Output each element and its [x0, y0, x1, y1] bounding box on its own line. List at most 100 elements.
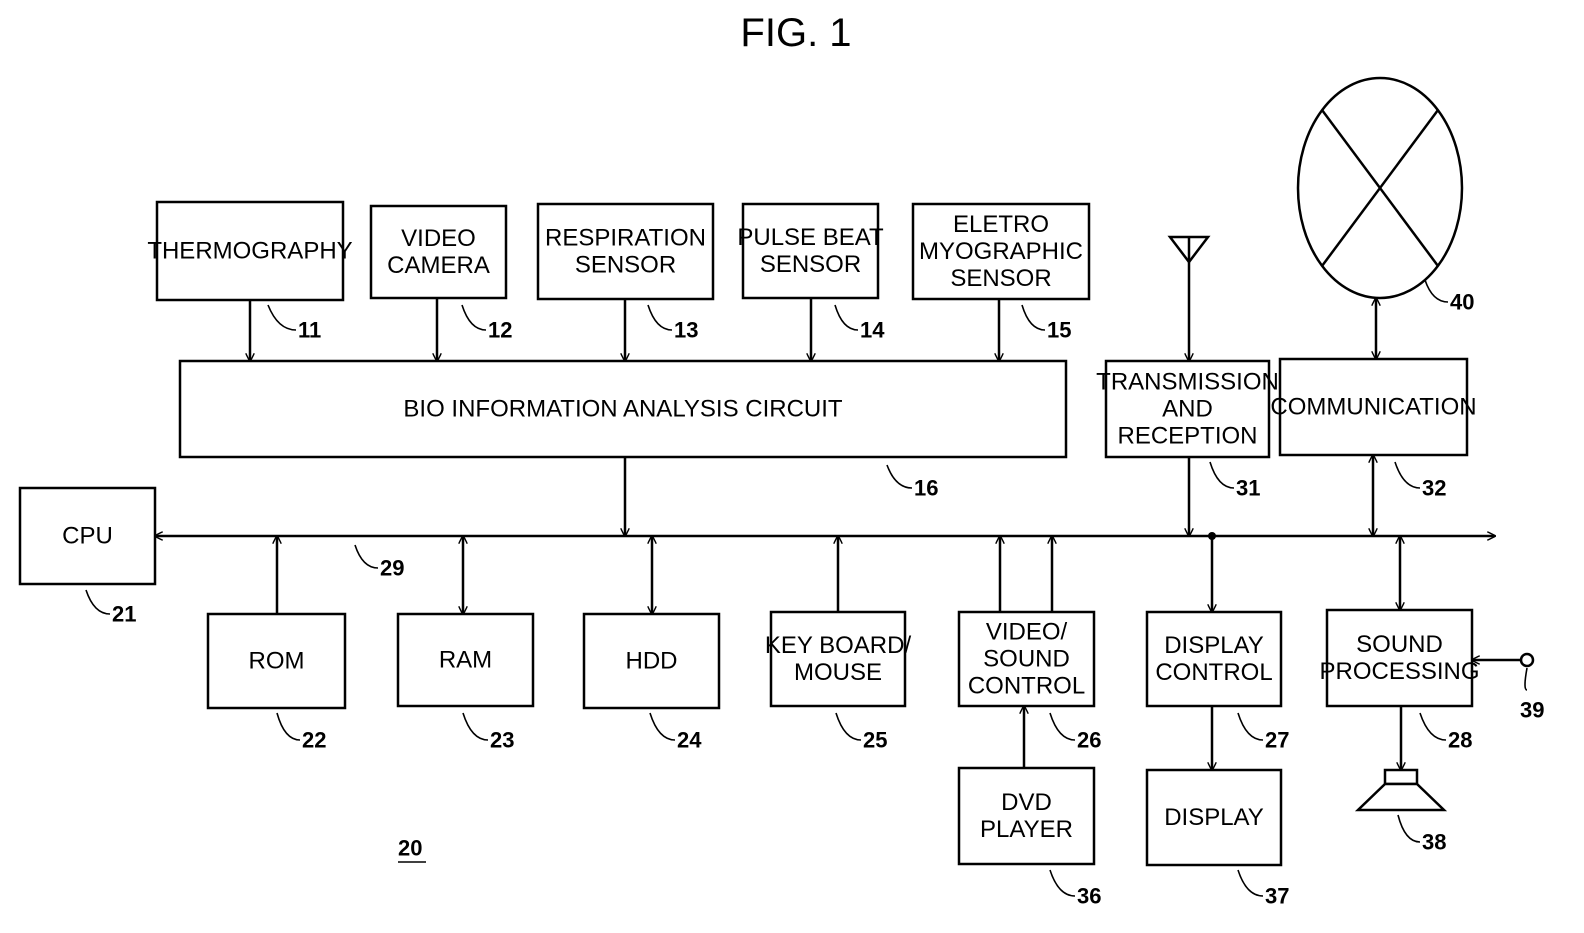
block-label: SENSOR — [760, 251, 861, 278]
leader-line — [648, 305, 672, 330]
leader-line — [1210, 462, 1234, 488]
block-label: MYOGRAPHIC — [919, 238, 1083, 265]
ref-numeral: 24 — [677, 728, 702, 753]
leader-line — [1238, 870, 1263, 896]
ref-numeral: 27 — [1265, 728, 1289, 753]
network-icon — [1298, 78, 1462, 298]
block-label: MOUSE — [794, 659, 882, 686]
ref-numeral: 32 — [1422, 476, 1446, 501]
block-label: BIO INFORMATION ANALYSIS CIRCUIT — [403, 396, 843, 423]
block-sound-processing: SOUNDPROCESSING — [1319, 610, 1479, 706]
block-video-sound: VIDEO/SOUNDCONTROL — [959, 612, 1094, 706]
leader-line — [86, 590, 110, 614]
block-label: PULSE BEAT — [737, 224, 884, 251]
leader-line — [463, 713, 488, 740]
leader-line — [277, 713, 300, 740]
block-label: DISPLAY — [1164, 804, 1264, 831]
microphone-terminal — [1521, 654, 1533, 666]
block-label: RECEPTION — [1117, 423, 1257, 450]
block-label: SOUND — [983, 646, 1070, 673]
block-label: VIDEO — [401, 225, 476, 252]
ref-numeral: 13 — [674, 318, 698, 343]
block-label: RAM — [439, 647, 492, 674]
block-label: CONTROL — [1155, 659, 1272, 686]
leader-line — [887, 465, 912, 488]
leader-line — [1022, 305, 1045, 330]
block-respiration-sensor: RESPIRATIONSENSOR — [538, 204, 713, 299]
leader-line — [1398, 815, 1420, 842]
ref-numeral: 26 — [1077, 728, 1101, 753]
block-emg-sensor: ELETROMYOGRAPHICSENSOR — [913, 204, 1089, 299]
leader-line — [1420, 713, 1446, 740]
block-dvd-player: DVDPLAYER — [959, 768, 1094, 864]
ref-numeral: 39 — [1520, 698, 1544, 723]
block-pulse-beat-sensor: PULSE BEATSENSOR — [737, 204, 884, 298]
block-label: VIDEO/ — [986, 619, 1068, 646]
block-video-camera: VIDEOCAMERA — [371, 206, 506, 298]
block-label: PLAYER — [980, 816, 1073, 843]
ref-numeral: 14 — [860, 318, 885, 343]
ref-numeral: 15 — [1047, 318, 1071, 343]
block-label: CAMERA — [387, 252, 490, 279]
block-label: COMMUNICATION — [1270, 394, 1476, 421]
leader-line — [835, 305, 858, 330]
block-display-control: DISPLAYCONTROL — [1147, 612, 1281, 706]
ref-numeral: 40 — [1450, 290, 1474, 315]
leader-line — [1425, 280, 1448, 302]
block-label: AND — [1162, 396, 1213, 423]
leader-line — [1395, 462, 1420, 488]
block-ram: RAM — [398, 614, 533, 706]
block-label: TRANSMISSION — [1096, 369, 1279, 396]
ref-numeral: 31 — [1236, 476, 1260, 501]
block-label: SENSOR — [950, 265, 1051, 292]
ref-numeral: 16 — [914, 476, 938, 501]
leader-line — [1238, 713, 1263, 740]
leader-line — [462, 305, 486, 330]
leader-line — [836, 713, 861, 740]
ref-numeral: 22 — [302, 728, 326, 753]
block-cpu: CPU — [20, 488, 155, 584]
ref-numeral: 37 — [1265, 884, 1289, 909]
block-label: CPU — [62, 523, 113, 550]
ref-numeral: 12 — [488, 318, 512, 343]
block-label: ROM — [249, 648, 305, 675]
block-display: DISPLAY — [1147, 770, 1281, 865]
block-label: ELETRO — [953, 211, 1049, 238]
block-communication: COMMUNICATION — [1270, 359, 1476, 455]
block-label: HDD — [626, 648, 678, 675]
leader-line — [1050, 713, 1075, 740]
block-label: DISPLAY — [1164, 632, 1264, 659]
block-label: SOUND — [1356, 631, 1443, 658]
block-keyboard: KEY BOARD/MOUSE — [765, 612, 912, 706]
block-label: PROCESSING — [1319, 658, 1479, 685]
block-label: CONTROL — [968, 673, 1085, 700]
block-label: THERMOGRAPHY — [147, 238, 352, 265]
block-thermography: THERMOGRAPHY — [147, 202, 352, 300]
block-label: SENSOR — [575, 252, 676, 279]
antenna-icon — [1170, 237, 1208, 262]
ref-numeral: 28 — [1448, 728, 1472, 753]
ref-numeral: 29 — [380, 556, 404, 581]
ref-numeral: 38 — [1422, 830, 1446, 855]
block-label: RESPIRATION — [545, 225, 706, 252]
leader-line — [1050, 870, 1075, 896]
ref-numeral: 25 — [863, 728, 887, 753]
leader-line — [268, 305, 296, 330]
leader-line — [650, 713, 675, 740]
block-label: KEY BOARD/ — [765, 632, 912, 659]
block-transmission: TRANSMISSIONANDRECEPTION — [1096, 361, 1279, 457]
leader-line — [1525, 668, 1527, 690]
ref-numeral: 23 — [490, 728, 514, 753]
block-bio-circuit: BIO INFORMATION ANALYSIS CIRCUIT — [180, 361, 1066, 457]
ref-numeral: 11 — [298, 318, 321, 343]
block-hdd: HDD — [584, 614, 719, 708]
figure-title: FIG. 1 — [740, 11, 851, 55]
speaker-icon — [1358, 770, 1444, 810]
leader-line — [355, 545, 378, 568]
block-rom: ROM — [208, 614, 345, 708]
block-label: DVD — [1001, 789, 1052, 816]
ref-numeral: 36 — [1077, 884, 1101, 909]
system-ref: 20 — [398, 836, 422, 861]
ref-numeral: 21 — [112, 602, 136, 627]
